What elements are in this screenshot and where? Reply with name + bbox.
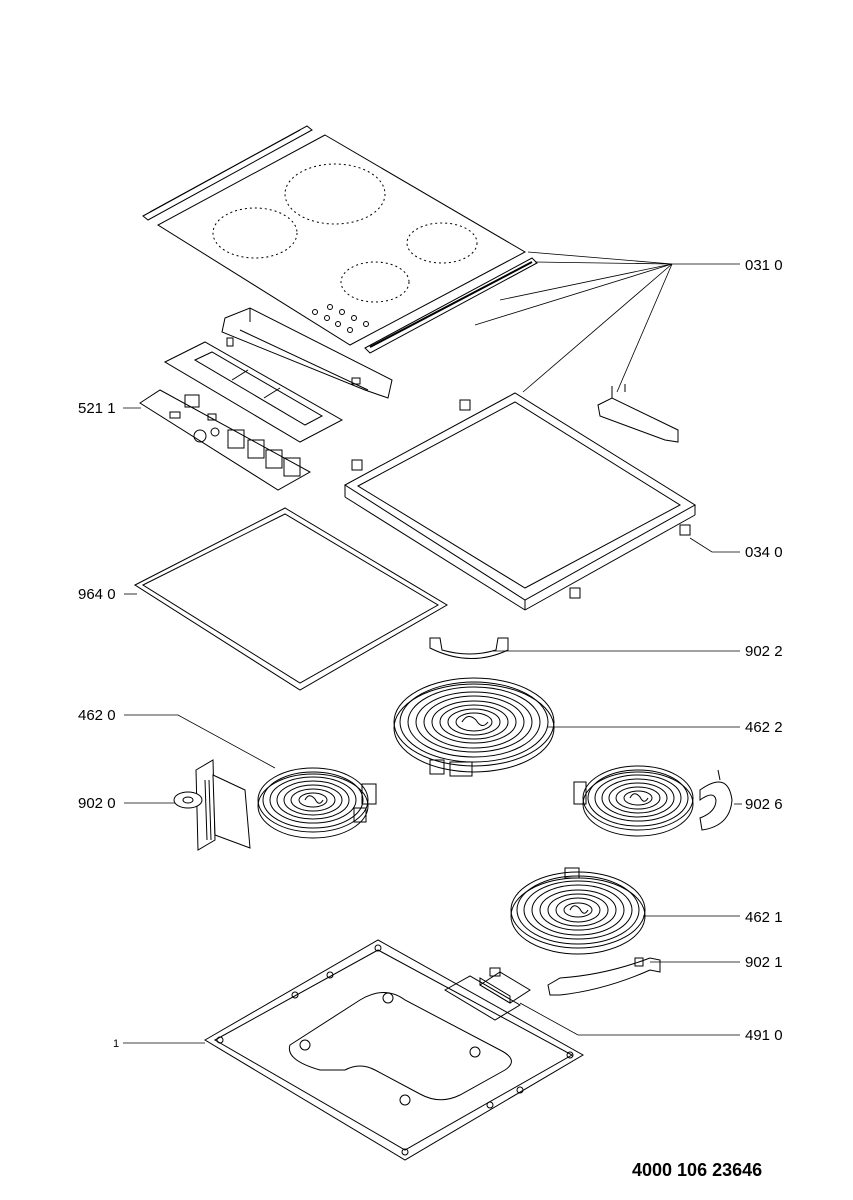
leader-031-0	[474, 251, 740, 393]
seal-gasket-part	[133, 507, 448, 691]
leader-491-0	[519, 1002, 740, 1036]
callout-964-0: 964 0	[78, 586, 116, 603]
callout-521-1: 521 1	[78, 400, 116, 417]
control-bracket-part	[221, 307, 393, 399]
bracket-902-2-part	[429, 637, 509, 659]
callout-902-1: 902 1	[745, 954, 783, 971]
callout-031-0: 031 0	[745, 257, 783, 274]
callout-1: 1	[113, 1038, 119, 1050]
callout-902-6: 902 6	[745, 796, 783, 813]
callout-462-2: 462 2	[745, 719, 783, 736]
support-frame-part	[344, 384, 696, 611]
bracket-902-1-part	[547, 957, 661, 996]
callout-902-2: 902 2	[745, 643, 783, 660]
document-number: 4000 106 23646	[632, 1160, 763, 1180]
callout-462-0: 462 0	[78, 707, 116, 724]
electronic-board-part	[139, 389, 312, 491]
corner-bracket-part	[597, 384, 679, 443]
callout-462-1: 462 1	[745, 909, 783, 926]
control-frame-part	[163, 341, 344, 443]
glass-cooktop-part	[142, 125, 538, 354]
callout-491-0: 491 0	[745, 1027, 783, 1044]
heating-element-462-2-part	[393, 677, 555, 777]
terminal-block-part	[479, 967, 531, 1004]
heating-element-462-0-part	[257, 767, 377, 839]
heating-element-right-part	[573, 765, 694, 837]
bracket-902-6-part	[699, 769, 733, 831]
leader-034-0	[689, 537, 740, 553]
leader-462-0	[124, 714, 276, 769]
heating-element-462-1-part	[510, 867, 646, 955]
bottom-housing-part	[204, 939, 585, 1161]
callout-902-0: 902 0	[78, 795, 116, 812]
callout-034-0: 034 0	[745, 544, 783, 561]
bracket-902-0-part	[173, 759, 251, 851]
